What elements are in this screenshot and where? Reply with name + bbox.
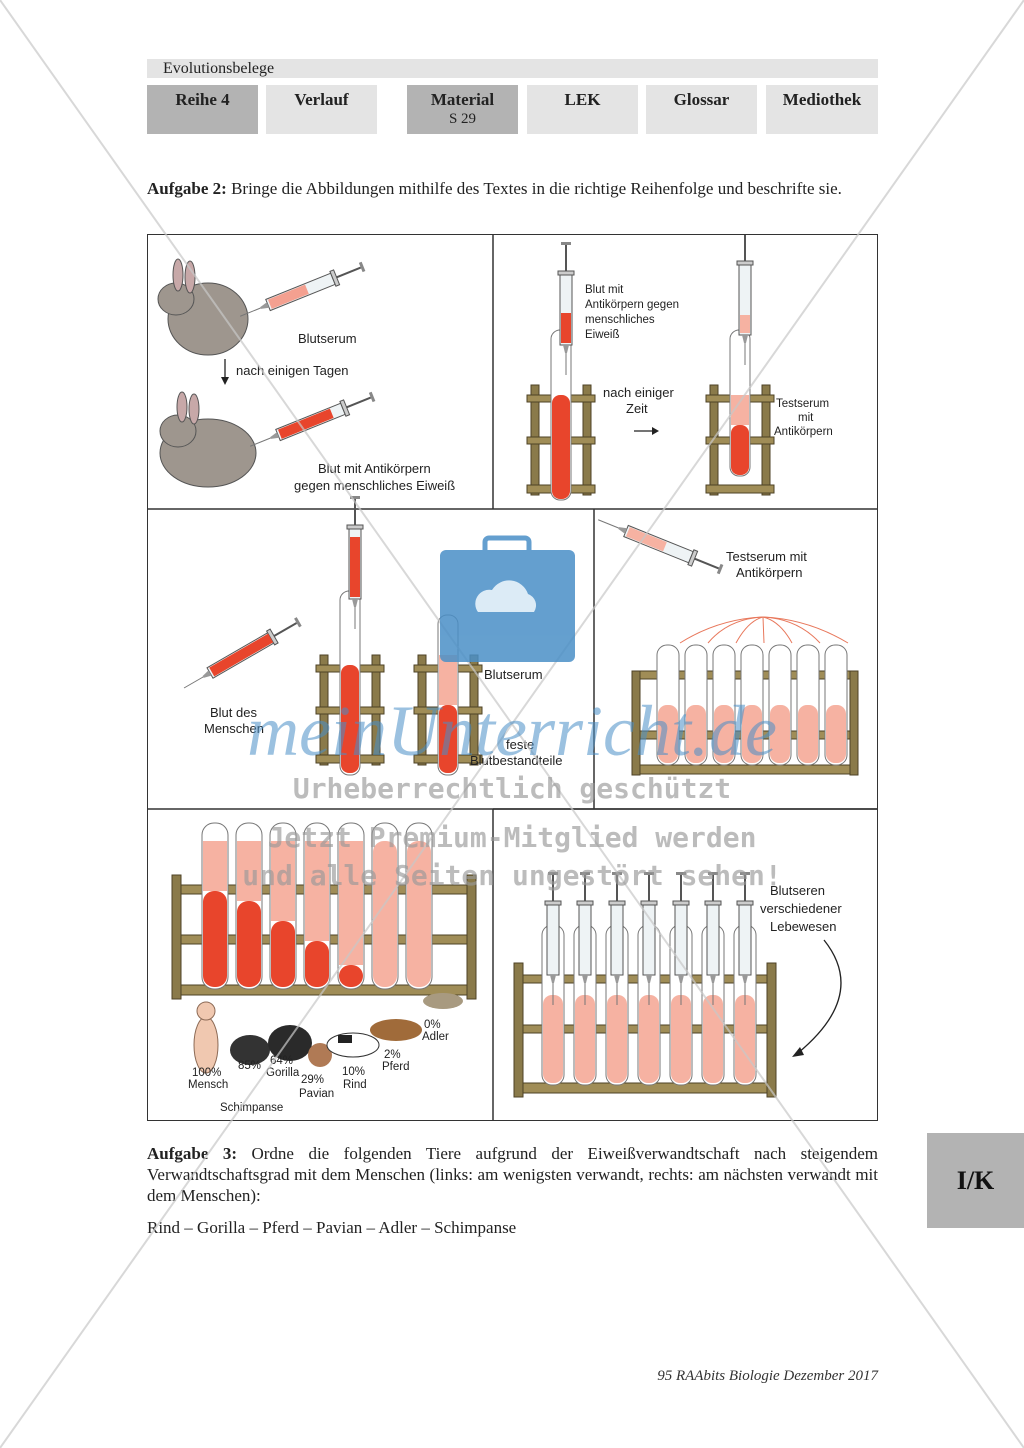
- label-blutserum-p3: Blutserum: [484, 667, 543, 682]
- label-nach-einiger: nach einiger: [603, 385, 674, 400]
- label-antikoerpern-gegen: Antikörpern gegen: [585, 299, 679, 311]
- task-2-text: Bringe die Abbildungen mithilfe des Text…: [226, 179, 842, 198]
- result-pct-rind: 10%: [342, 1066, 365, 1078]
- label-menschliches: menschliches: [585, 314, 655, 326]
- label-blutseren: Blutseren: [770, 883, 825, 898]
- result-pct-gorilla: 64%: [270, 1055, 293, 1067]
- label-zeit: Zeit: [626, 401, 648, 416]
- panel-serum-separation: Blut mit Antikörpern gegen menschliches …: [526, 235, 833, 501]
- task-2: Aufgabe 2: Bringe die Abbildungen mithil…: [147, 178, 878, 199]
- label-mit: mit: [798, 412, 814, 424]
- label-antikoerpern: Antikörpern: [774, 426, 833, 438]
- tab-glossar[interactable]: Glossar: [646, 85, 757, 134]
- result-name-mensch: Mensch: [188, 1079, 228, 1091]
- page-number: S 29: [448, 111, 477, 127]
- illustration-grid: Blutserum nach einigen Tagen Blut mit An…: [147, 234, 878, 1121]
- label-blut-antikoerper-1: Blut mit Antikörpern: [318, 461, 431, 476]
- label-lebewesen: Lebewesen: [770, 919, 837, 934]
- label-menschen: Menschen: [204, 721, 264, 736]
- animal-list: Rind – Gorilla – Pferd – Pavian – Adler …: [147, 1218, 517, 1237]
- tab-reihe[interactable]: Reihe 4: [147, 85, 258, 134]
- label-blut-des: Blut des: [210, 705, 257, 720]
- label-blutserum: Blutserum: [298, 331, 357, 346]
- panel-rabbit-injection: Blutserum nach einigen Tagen Blut mit An…: [157, 257, 455, 493]
- label-antikoerpern-p4: Antikörpern: [736, 565, 802, 580]
- panel-human-blood: Blut des Menschen Blutserum feste Blutbe…: [179, 495, 563, 776]
- result-name-pferd: Pferd: [382, 1061, 410, 1073]
- result-pct-pferd: 2%: [384, 1049, 401, 1061]
- tab-mediothek[interactable]: Mediothek: [766, 85, 878, 134]
- footer-citation: 95 RAAbits Biologie Dezember 2017: [657, 1368, 878, 1384]
- task-3: Aufgabe 3: Ordne die folgenden Tiere auf…: [147, 1143, 878, 1206]
- result-pct-pavian: 29%: [301, 1074, 324, 1086]
- result-name-adler: Adler: [422, 1031, 449, 1043]
- illustration-svg: Blutserum nach einigen Tagen Blut mit An…: [148, 235, 877, 1120]
- label-blut-antikoerper-2: gegen menschliches Eiweiß: [294, 478, 455, 493]
- chapter-tab[interactable]: I/K: [927, 1133, 1024, 1228]
- tab-lek[interactable]: LEK: [527, 85, 638, 134]
- task-2-label: Aufgabe 2:: [147, 179, 227, 198]
- label-verschiedener: verschiedener: [760, 901, 842, 916]
- label-testserum: Testserum: [776, 398, 829, 410]
- result-pct-mensch: 100%: [192, 1067, 221, 1079]
- task-3-text: Ordne die folgenden Tiere aufgrund der E…: [147, 1144, 878, 1205]
- label-blut-mit: Blut mit: [585, 284, 624, 296]
- result-name-schimpanse: Schimpanse: [220, 1102, 283, 1114]
- result-name-pavian: Pavian: [299, 1088, 334, 1100]
- label-testserum-mit: Testserum mit: [726, 549, 807, 564]
- result-pct-adler: 0%: [424, 1019, 441, 1031]
- panel-test-serum-distribution: Testserum mit Antikörpern: [594, 511, 859, 776]
- result-name-rind: Rind: [343, 1079, 367, 1091]
- label-blutbestandteile: Blutbestandteile: [470, 753, 563, 768]
- label-feste: feste: [506, 737, 534, 752]
- label-nach-einigen-tagen: nach einigen Tagen: [236, 363, 349, 378]
- tab-verlauf[interactable]: Verlauf: [266, 85, 377, 134]
- result-pct-schimpanse: 85%: [238, 1060, 261, 1072]
- panel-sera-addition: Blutseren verschiedener Lebewesen: [513, 871, 842, 1098]
- task-3-label: Aufgabe 3:: [147, 1144, 238, 1163]
- panel-precipitation-results: 100% Mensch 85% Schimpanse 64% Gorilla 2…: [171, 822, 477, 1114]
- label-eiweiss: Eiweiß: [585, 329, 620, 341]
- series-title: Evolutionsbelege: [147, 59, 878, 78]
- result-name-gorilla: Gorilla: [266, 1067, 300, 1079]
